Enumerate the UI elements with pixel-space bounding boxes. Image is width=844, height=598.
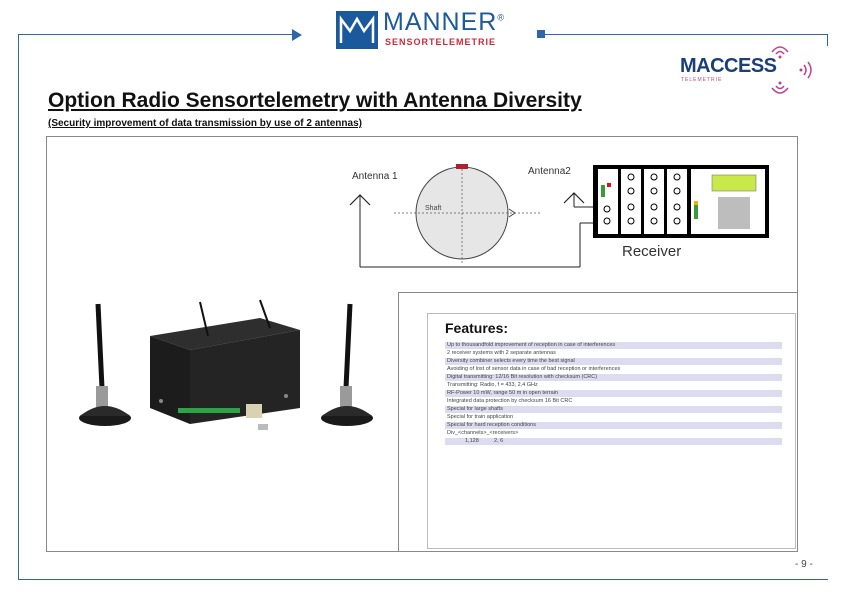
antenna-diagram bbox=[349, 164, 769, 268]
page-title: Option Radio Sensortelemetry with Antenn… bbox=[48, 89, 582, 112]
feature-item: Integrated data protection by checksum 1… bbox=[447, 398, 573, 404]
frame-arrow-icon bbox=[292, 29, 302, 41]
feature-item: Diversity combiner selects every time th… bbox=[445, 358, 782, 365]
hardware-photo bbox=[79, 299, 373, 430]
content-panel bbox=[46, 136, 798, 552]
feature-item: Special for train application bbox=[447, 414, 514, 420]
frame-top-left bbox=[18, 34, 296, 35]
frame-right bbox=[827, 34, 828, 46]
shaft-label: Shaft bbox=[425, 205, 442, 212]
receiver-label: Receiver bbox=[622, 243, 682, 260]
feature-item: Special for hard reception conditions bbox=[445, 422, 782, 429]
feature-item: Special for large shafts bbox=[445, 406, 782, 413]
brand-name: MANNER® bbox=[383, 8, 505, 36]
frame-bottom bbox=[18, 579, 828, 580]
manner-logo-icon bbox=[336, 11, 378, 49]
frame-top-right bbox=[540, 34, 828, 35]
maccess-logo: MACCESS bbox=[680, 55, 777, 77]
wireless-signal-icon bbox=[771, 46, 812, 94]
feature-item: Digital transmitting: 12/16 Bit resoluti… bbox=[445, 374, 782, 381]
page-subtitle: (Security improvement of data transmissi… bbox=[48, 118, 362, 129]
features-heading: Features: bbox=[445, 320, 509, 336]
inner-divider-v bbox=[398, 292, 399, 552]
feature-item: Avoiding of lost of sensor data in case … bbox=[447, 366, 621, 372]
page-number: - 9 - bbox=[795, 559, 813, 570]
feature-item: 1,128 2, 6 bbox=[445, 438, 782, 445]
features-box bbox=[427, 313, 796, 549]
feature-item: Transmitting: Radio, f = 433, 2,4 GHz bbox=[447, 382, 538, 388]
feature-item: RF-Power 10 mW, range 50 m in open terra… bbox=[445, 390, 782, 397]
antenna2-label: Antenna2 bbox=[528, 166, 571, 177]
frame-square-icon bbox=[537, 30, 545, 38]
maccess-subtitle: TELEMETRIE bbox=[681, 77, 723, 83]
brand-subtitle: SENSORTELEMETRIE bbox=[385, 37, 497, 47]
feature-item: Up to thousandfold improvement of recept… bbox=[445, 342, 782, 349]
frame-left bbox=[18, 34, 19, 580]
feature-item: Div_<channels>_<receivers> bbox=[447, 430, 519, 436]
inner-divider-h bbox=[398, 292, 798, 293]
antenna1-label: Antenna 1 bbox=[352, 171, 398, 182]
feature-item: 2 receiver systems with 2 separate anten… bbox=[447, 350, 556, 356]
